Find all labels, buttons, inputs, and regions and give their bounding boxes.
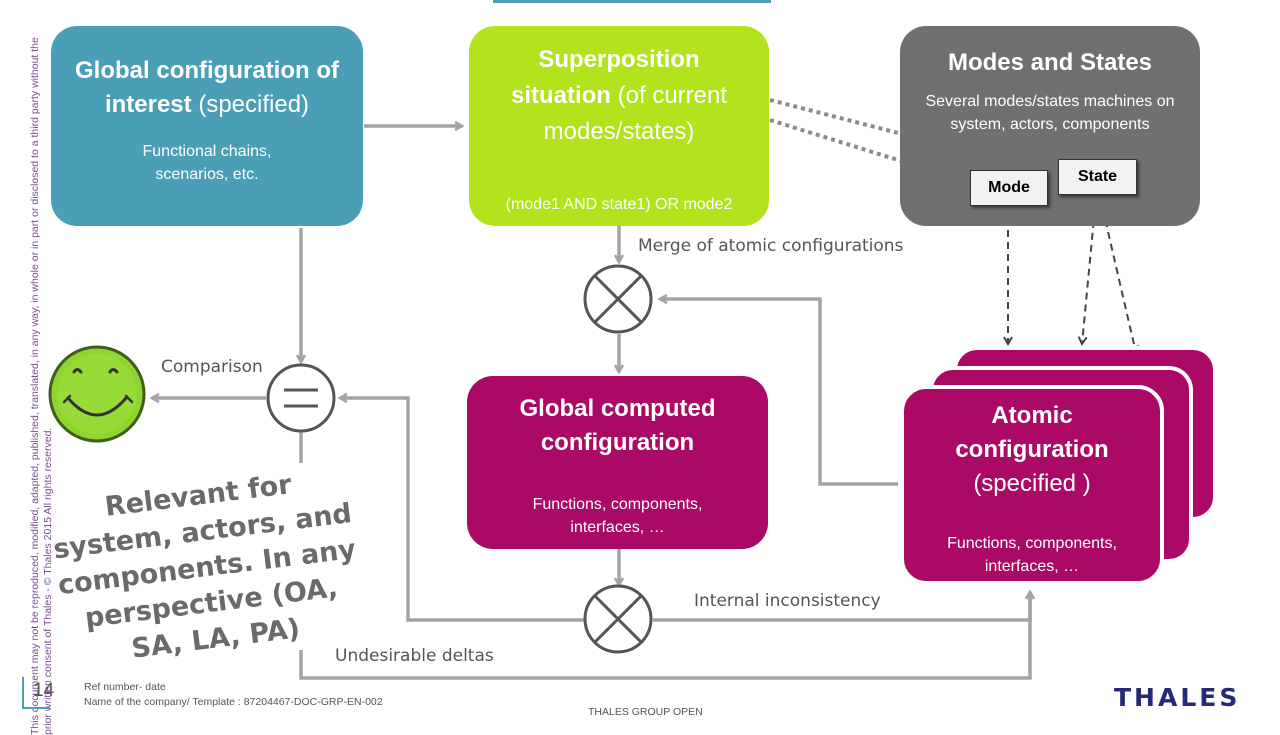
global-computed-box: Global computed configuration Functions,… bbox=[467, 376, 768, 549]
thales-logo: THALES bbox=[1114, 683, 1241, 712]
modes-states-box: Modes and States Several modes/states ma… bbox=[900, 26, 1200, 226]
merge-label: Merge of atomic configurations bbox=[638, 236, 904, 256]
global-config-sub: Functional chains, scenarios, etc. bbox=[142, 143, 272, 183]
global-configuration-box: Global configuration of interest (specif… bbox=[51, 26, 363, 226]
global-config-title-qualifier: (specified) bbox=[198, 91, 310, 118]
relevant-note: Relevant for system, actors, and compone… bbox=[51, 469, 358, 665]
atomic-title: Atomic configuration bbox=[955, 402, 1109, 463]
state-box: State bbox=[1058, 159, 1137, 195]
atomic-title-qualifier: (specified ) bbox=[973, 470, 1091, 497]
template-name: Name of the company/ Template : 87204467… bbox=[84, 696, 383, 708]
ref-number: Ref number- date bbox=[84, 681, 166, 693]
modes-states-sub: Several modes/states machines on system,… bbox=[925, 93, 1175, 133]
mode-box: Mode bbox=[970, 170, 1048, 206]
comparator bbox=[266, 363, 336, 433]
global-computed-title: Global computed configuration bbox=[519, 395, 716, 456]
merge-operator bbox=[583, 264, 653, 334]
dotted-to-mode bbox=[769, 118, 962, 180]
arrow-internal-to-compare bbox=[340, 398, 585, 622]
comparison-label: Comparison bbox=[161, 357, 263, 377]
global-config-title: Global configuration of interest bbox=[75, 57, 339, 118]
undesirable-deltas-label: Undesirable deltas bbox=[335, 646, 494, 666]
arrow-deltas-to-atomic bbox=[299, 432, 1030, 680]
internal-inconsistency-label: Internal inconsistency bbox=[694, 591, 881, 611]
superposition-title-qualifier: (of current modes/states) bbox=[543, 82, 728, 145]
modes-states-title: Modes and States bbox=[947, 49, 1153, 76]
classification: THALES GROUP OPEN bbox=[588, 706, 703, 718]
atomic-configuration-box: Atomic configuration (specified ) Functi… bbox=[900, 385, 1164, 585]
global-computed-sub: Functions, components, interfaces, … bbox=[532, 496, 703, 536]
arrow-atomic-to-merge bbox=[660, 299, 898, 486]
smiley-icon bbox=[48, 345, 146, 443]
top-bar-fragment bbox=[493, 0, 771, 3]
superposition-title: Superposition situation bbox=[510, 46, 700, 109]
internal-merge-operator bbox=[583, 584, 653, 654]
atomic-sub: Functions, components, interfaces, … bbox=[947, 535, 1117, 575]
page-number-bracket bbox=[22, 677, 50, 709]
legal-notice: This document may not be reproduced, mod… bbox=[29, 37, 54, 735]
superposition-sub: (mode1 AND state1) OR mode2 bbox=[505, 196, 733, 213]
page-number: 14 bbox=[33, 680, 55, 701]
superposition-box: Superposition situation (of current mode… bbox=[469, 26, 769, 226]
